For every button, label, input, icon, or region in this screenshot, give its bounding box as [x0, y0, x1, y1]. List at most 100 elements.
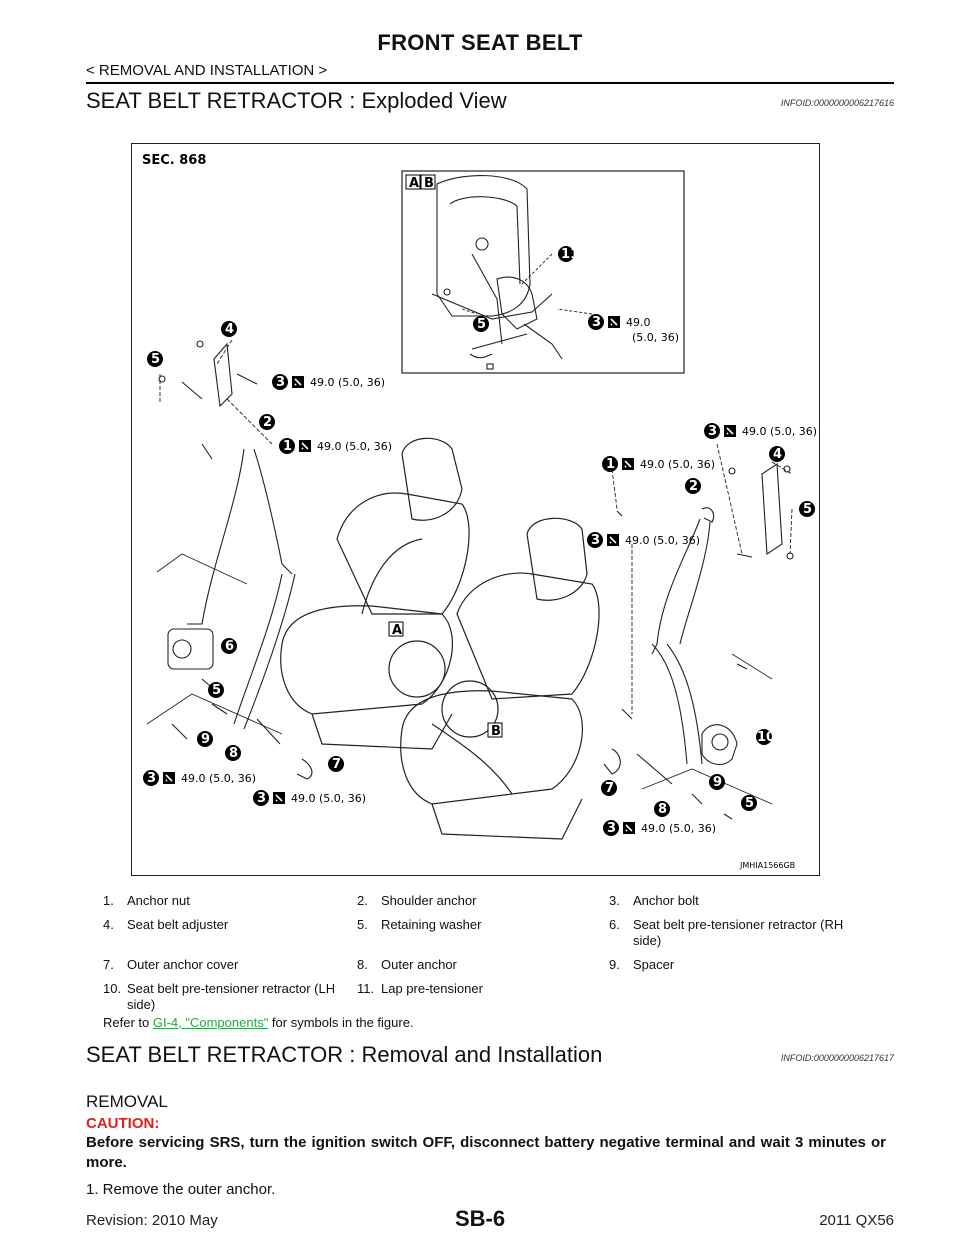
- page-header-title: FRONT SEAT BELT: [377, 30, 583, 55]
- callout-4-left: [221, 321, 237, 337]
- torque-icon-inset: [607, 315, 621, 329]
- inset-leader-lines: [461, 253, 593, 315]
- header-rule: [86, 82, 894, 84]
- section-title-removal-installation: SEAT BELT RETRACTOR : Removal and Instal…: [86, 1042, 603, 1067]
- torque-icon-left-top: [291, 375, 305, 389]
- callout-5-left-lower-label: 5: [212, 683, 221, 698]
- callout-9-right: [709, 774, 725, 790]
- detail-circle-b: [441, 680, 499, 738]
- callout-9-left: [197, 731, 213, 747]
- legend-item: 9.Spacer: [609, 957, 675, 972]
- infoid-exploded-view: INFOID:0000000006217616: [780, 98, 894, 108]
- callout-3-center-bottom-label: 3: [257, 791, 266, 806]
- callout-8-right: [654, 801, 670, 817]
- callout-5-left-lower: [208, 682, 224, 698]
- footer-model: 2011 QX56: [819, 1212, 894, 1229]
- detail-a-box: [388, 621, 404, 637]
- parts-legend: 1.Anchor nut 2.Shoulder anchor 3.Anchor …: [103, 893, 893, 1021]
- torque-right-1: 49.0 (5.0, 36): [640, 458, 715, 471]
- infoid-removal-installation: INFOID:0000000006217617: [780, 1053, 894, 1063]
- callout-3-inset-label: 3: [592, 315, 601, 330]
- callout-4-right-label: 4: [773, 447, 782, 462]
- callout-5-right-top: [799, 501, 815, 517]
- legend-item: 2.Shoulder anchor: [357, 893, 477, 908]
- callout-7-right-label: 7: [605, 781, 614, 796]
- section-title-exploded-view: SEAT BELT RETRACTOR : Exploded View: [86, 88, 507, 113]
- detail-a-label: A: [392, 623, 402, 638]
- callout-3-left-bottom-label: 3: [147, 771, 156, 786]
- inset-frame: [401, 170, 685, 374]
- callout-7-left-label: 7: [332, 757, 341, 772]
- callout-8-right-label: 8: [658, 802, 667, 817]
- callout-9-left-label: 9: [201, 732, 210, 747]
- right-belt-drawing: [603, 518, 748, 820]
- legend-item: 10.Seat belt pre-tensioner retractor (LH…: [103, 981, 336, 1012]
- legend-item: 5.Retaining washer: [357, 917, 482, 932]
- callout-5-right-top-label: 5: [803, 502, 812, 517]
- torque-icon-left-1: [298, 439, 312, 453]
- callout-2-right-label: 2: [689, 479, 698, 494]
- callout-3-right-top-label: 3: [708, 424, 717, 439]
- left-adjuster-drawing: [158, 340, 258, 460]
- components-link[interactable]: GI-4, "Components": [152, 1015, 269, 1030]
- left-floor-lines: [146, 553, 283, 735]
- left-belt-drawing: [167, 448, 313, 780]
- right-floor-lines: [641, 653, 773, 805]
- seat-left-drawing: [280, 437, 470, 750]
- callout-5-right-bottom-label: 5: [745, 796, 754, 811]
- callout-7-left: [328, 756, 344, 772]
- inset-label-a: A: [409, 176, 419, 191]
- callout-2-left-label: 2: [263, 415, 272, 430]
- callout-7-right: [601, 780, 617, 796]
- callout-3-center-bottom: [253, 790, 269, 806]
- callout-8-left: [225, 745, 241, 761]
- callout-3-right-top: [704, 423, 720, 439]
- legend-item: 3.Anchor bolt: [609, 893, 699, 908]
- callout-3-left-bottom: [143, 770, 159, 786]
- detail-b-label: B: [491, 724, 501, 739]
- torque-icon-right-top: [723, 424, 737, 438]
- callout-9-right-label: 9: [713, 775, 722, 790]
- caution-text: Before servicing SRS, turn the ignition …: [86, 1134, 886, 1171]
- legend-item: 6.Seat belt pre-tensioner retractor (RH …: [609, 917, 844, 948]
- torque-icon-left-bottom: [162, 771, 176, 785]
- torque-icon-right-mid: [606, 533, 620, 547]
- torque-right-mid: 49.0 (5.0, 36): [625, 534, 700, 547]
- footer-page-number: SB-6: [454, 1206, 506, 1231]
- figure-image-code: JMHIA1566GB: [739, 861, 795, 870]
- callout-3-left-top-label: 3: [276, 375, 285, 390]
- legend-item: 11.Lap pre-tensioner: [357, 981, 483, 996]
- callout-4-left-label: 4: [225, 322, 234, 337]
- legend-item: 1.Anchor nut: [103, 893, 190, 908]
- callout-6-label: 6: [225, 639, 234, 654]
- torque-icon-right-bottom: [622, 821, 636, 835]
- torque-icon-center-bottom: [272, 791, 286, 805]
- callout-10: [756, 729, 772, 745]
- torque-left-bottom: 49.0 (5.0, 36): [181, 772, 256, 785]
- removal-step-1: 1. Remove the outer anchor.: [86, 1181, 276, 1198]
- torque-left-top: 49.0 (5.0, 36): [310, 376, 385, 389]
- caution-label: CAUTION:: [86, 1115, 160, 1132]
- refer-note: Refer to GI-4, "Components" for symbols …: [103, 1015, 414, 1030]
- inset-label-b: B: [424, 176, 434, 191]
- figure-section-label: SEC. 868: [142, 153, 206, 168]
- callout-5-left-label: 5: [151, 352, 160, 367]
- callout-3-inset: [588, 314, 604, 330]
- callout-2-right: [685, 478, 701, 494]
- inset-seat-drawing: [431, 174, 563, 370]
- callout-2-left: [259, 414, 275, 430]
- torque-icon-right-1: [621, 457, 635, 471]
- left-upper-leaders: [159, 339, 273, 445]
- callout-3-right-mid: [587, 532, 603, 548]
- callout-6: [221, 638, 237, 654]
- torque-inset-line2: (5.0, 36): [632, 331, 679, 344]
- callout-3-left-top: [272, 374, 288, 390]
- callout-1-right-label: 1: [606, 457, 615, 472]
- inset-label-a-box: [405, 174, 421, 190]
- callout-5-left: [147, 351, 163, 367]
- callout-1-right: [602, 456, 618, 472]
- footer-revision: Revision: 2010 May: [86, 1212, 218, 1229]
- callout-3-right-mid-label: 3: [591, 533, 600, 548]
- torque-center-bottom: 49.0 (5.0, 36): [291, 792, 366, 805]
- torque-inset-line1: 49.0: [626, 316, 651, 329]
